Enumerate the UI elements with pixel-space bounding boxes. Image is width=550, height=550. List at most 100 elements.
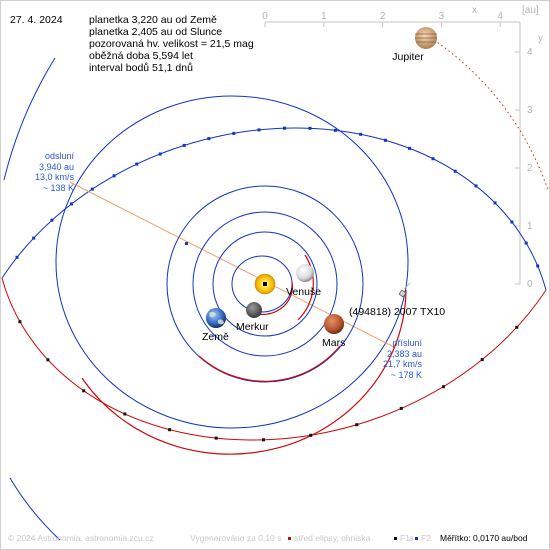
center-legend-marker [288,537,291,540]
orbit-point [283,126,286,130]
asteroid-orbit-below [1,277,547,441]
jupiter-orbit [433,39,549,191]
orbit-point [493,201,497,205]
x-tick-label: 1 [321,11,327,22]
orbit-point [308,126,312,130]
aphelion-speed: 13,0 km/s [34,172,74,182]
earth-orbit [192,211,338,357]
orbit-point [214,436,218,440]
orbit-point [355,423,359,427]
asteroid-label: (494818) 2007 TX10 [349,306,445,318]
mercury-icon [246,302,262,318]
venus-orbit [212,231,318,337]
venus-orbit-below [297,254,314,321]
perihelion-title: přísluní [392,338,422,348]
aphelion-time: ~ 138 K [42,182,74,193]
x-axis-label: x [472,5,477,16]
orbit-point [15,255,19,259]
orbit-point [524,241,528,245]
y-tick-label: 2 [527,163,533,174]
orbit-point [480,358,484,362]
orbit-point [232,131,236,135]
asteroid-info: planetka 3,220 au od Země planetka 2,405… [89,14,254,74]
x-tick-label: 0 [262,11,268,22]
orbit-point [536,264,540,268]
orbit-point [399,406,403,410]
f1-legend-marker [394,537,397,540]
f2-legend-label: F2 [421,533,431,543]
info-line: planetka 3,220 au od Země [89,14,217,26]
info-line: planetka 2,405 au od Slunce [89,26,223,38]
asteroid-orbit-above [1,127,547,291]
x-tick-label: 3 [439,11,445,22]
y-tick-label: 3 [527,105,533,116]
x-tick-label: 2 [380,11,386,22]
perihelion-distance: 2,383 au [386,348,422,359]
f1-legend-label: F1 [400,533,410,543]
orbit-point [207,137,211,141]
info-line: pozorovaná hv. velikost = 21,5 mag [89,38,254,50]
asteroid-orbit-outer-arc [3,57,56,181]
orbit-focus-marker [263,282,267,286]
y-tick-label: 1 [527,221,533,232]
mars-label: Mars [322,337,345,349]
orbit-point [359,132,363,136]
earth-icon [206,308,226,328]
line-of-apsides [69,181,395,348]
date-label: 27. 4. 2024 [10,14,63,26]
venus-label: Venuše [286,286,321,298]
venus-icon [296,264,314,282]
earth-label: Země [202,331,229,343]
jupiter-label: Jupiter [392,51,424,63]
aphelion-title: odsluní [44,151,74,161]
coordinate-axes [264,21,521,285]
orbit-point [46,358,50,362]
orbit-point [158,152,162,156]
mercury-label: Merkur [236,321,269,333]
y-tick-label: 0 [527,279,533,290]
orbit-point [50,218,54,222]
scale-label: Měřítko: 0,0170 au/bod [440,533,528,543]
orbit-point [262,438,265,442]
focus-f2-marker [185,242,188,245]
info-line: interval bodů 51,1 dnů [89,62,193,74]
orbit-point [135,162,139,166]
perihelion-info: přísluní 2,383 au 21,7 km/s ~ 178 K [376,338,422,380]
x-tick-label: 4 [497,11,503,22]
orbit-point [431,157,435,161]
aphelion-distance: 3,940 au [38,161,74,172]
orbit-point [70,202,73,206]
y-axis-label: y [538,33,543,44]
orbit-point [474,184,478,188]
perihelion-time: ~ 178 K [390,369,422,380]
orbit-point [82,389,86,393]
orbit-point [510,220,514,224]
info-line: oběžná doba 5,594 let [89,50,193,62]
orbit-point [18,320,22,324]
y-tick-label: 4 [527,47,533,58]
orbit-point [257,128,261,132]
axis-unit: [au] [522,5,539,16]
asteroid-marker-icon [398,282,411,298]
orbit-point [441,385,445,389]
earth-clouds [209,311,224,325]
orbit-point [453,169,457,173]
aphelion-info: odsluní 3,940 au 13,0 km/s ~ 138 K [18,151,74,193]
orbit-point [123,412,127,416]
orbit-point [383,138,387,142]
orbit-point [333,128,337,132]
jupiter-icon [415,27,437,49]
asteroid-orbit-below-plane [81,289,407,455]
orbit-point [112,174,116,178]
orbit-point [309,433,313,437]
orbit-point [90,187,94,191]
perihelion-speed: 21,7 km/s [382,359,422,369]
asteroid-orbit [55,95,409,429]
f2-legend-marker [415,537,418,540]
mars-orbit [166,185,364,383]
orbit-points [15,126,540,442]
mars-orbit-below [198,345,341,382]
orbit-point [168,428,172,432]
a-legend-label: a [409,533,414,543]
